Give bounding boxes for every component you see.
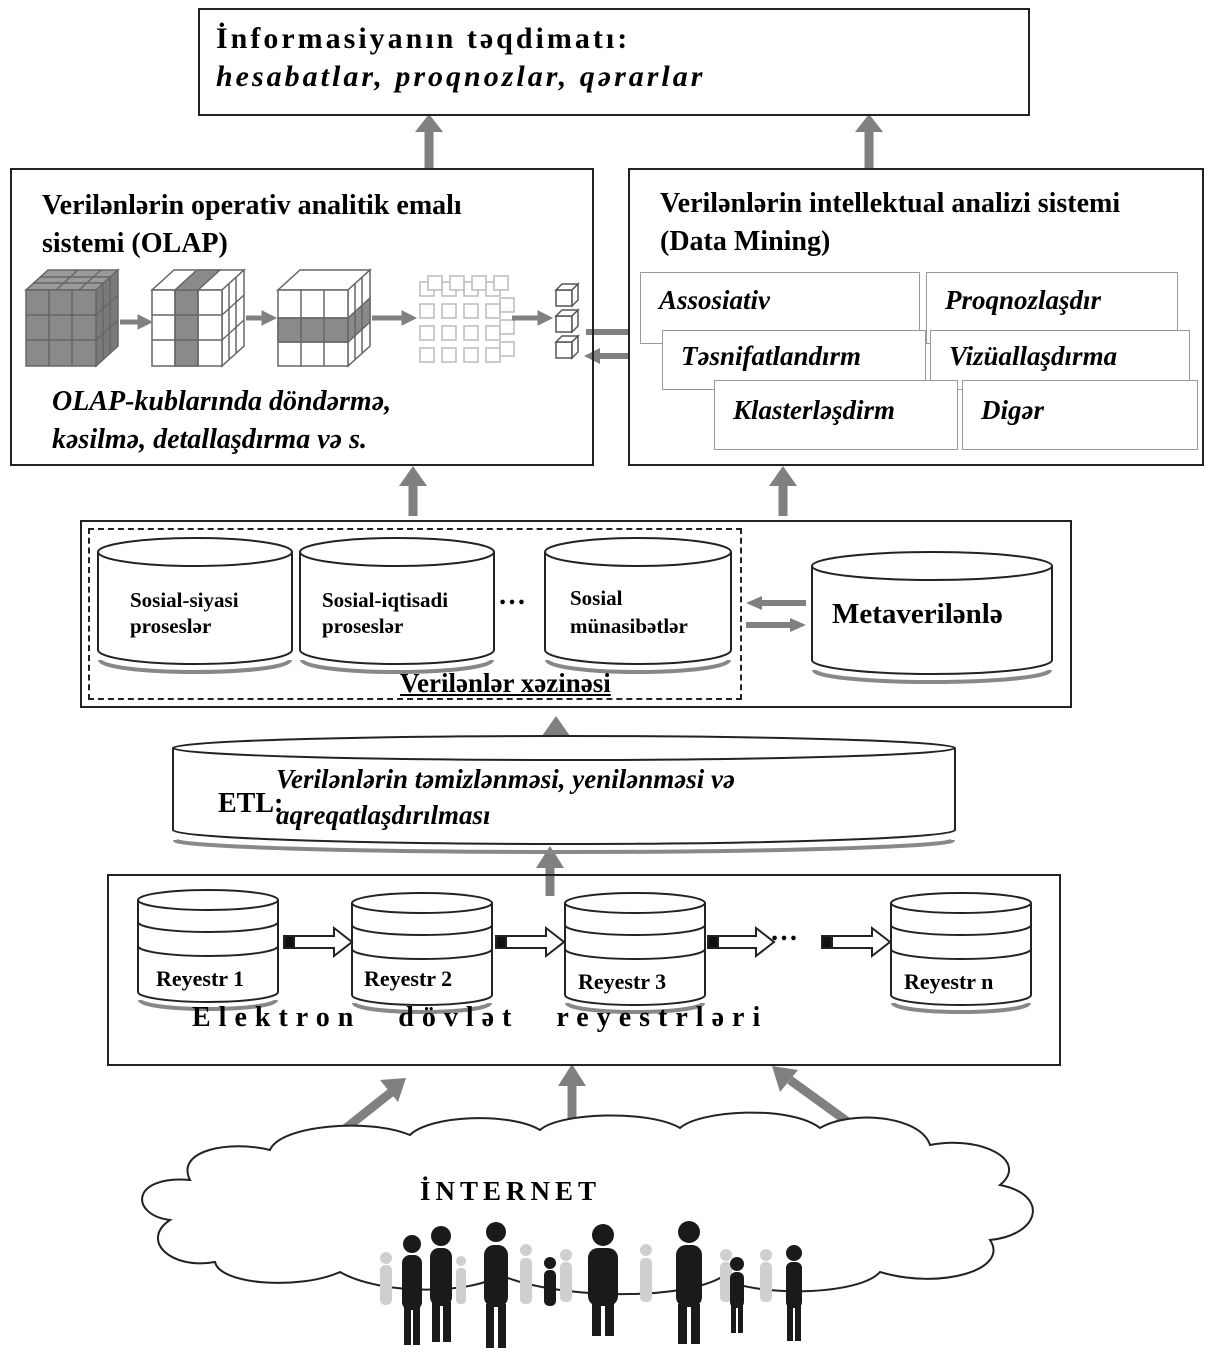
mining-card-label: Proqnozlaşdır [945, 285, 1102, 315]
internet-label: İNTERNET [420, 1176, 602, 1206]
arrow-olap-to-top [415, 114, 443, 168]
db-label-iqtisadi-2: proseslər [322, 614, 404, 638]
mining-box: Verilənlərin intellektual analizi sistem… [628, 168, 1204, 466]
presentation-box: İnformasiyanın təqdimatı: hesabatlar, pr… [198, 8, 1030, 116]
olap-caption-line2: kəsilmə, detallaşdırma və s. [52, 424, 367, 455]
arrow-warehouse-to-mining [769, 466, 797, 516]
olap-title-line2: sistemi (OLAP) [42, 228, 228, 259]
mining-card-label: Klasterləşdirm [733, 395, 896, 425]
registry-ellipsis: … [770, 916, 798, 947]
registry-box [107, 874, 1061, 1066]
olap-cubes [24, 268, 580, 368]
db-sosial-iqtisadi [299, 537, 495, 674]
cube-horizontal-slice [276, 268, 372, 368]
registry-label-1: Reyestr 1 [156, 966, 245, 991]
registry-label: Elektron dövlət reyestrləri [192, 1002, 769, 1033]
registry-arrow-dots-n [821, 925, 892, 959]
mining-card-klaster: Klasterləşdirm [714, 380, 958, 450]
etl-line1: Verilənlərin təmizlənməsi, yenilənməsi v… [276, 764, 735, 794]
db-label-siyasi-1: Sosial-siyasi [130, 588, 239, 612]
db-label-munasibet-2: münasibətlər [570, 614, 688, 638]
warehouse-cylinders [97, 537, 1053, 684]
cube-solid [24, 268, 120, 368]
mining-title-line1: Verilənlərin intellektual analizi sistem… [660, 188, 1121, 219]
cube-single-column [554, 282, 580, 360]
internet-cloud [141, 1111, 1034, 1296]
mining-card-label: Digər [981, 395, 1044, 425]
etl-prefix: ETL: [218, 788, 284, 819]
db-sosial-munasibetler [544, 537, 732, 674]
presentation-title: İnformasiyanın təqdimatı: [216, 22, 631, 55]
arrow-warehouse-to-olap [399, 466, 427, 516]
db-metaverilenler [811, 551, 1053, 684]
registry-label-2: Reyestr 2 [364, 966, 453, 991]
db-sosial-siyasi [97, 537, 293, 674]
mining-card-label: Təsnifatlandırm [681, 341, 862, 371]
registry-flow-arrows [283, 925, 892, 959]
arrow-mining-to-top [855, 114, 883, 168]
arrow-registry-to-etl [536, 846, 564, 896]
registry-db-3 [564, 892, 706, 1014]
db-label-iqtisadi-1: Sosial-iqtisadi [322, 588, 449, 612]
registry-arrow-3-dots [707, 925, 776, 959]
db-label-munasibet-1: Sosial [570, 586, 623, 610]
warehouse-outer-box [80, 520, 1072, 708]
olap-title-line1: Verilənlərin operativ analitik emalı [42, 190, 462, 221]
cube-arrows [120, 310, 554, 330]
mining-card-diger: Digər [962, 380, 1198, 450]
registry-label-3: Reyestr 3 [578, 969, 667, 994]
mining-title-line2: (Data Mining) [660, 226, 831, 257]
registry-db-1 [137, 889, 279, 1011]
registry-db-2 [351, 892, 493, 1014]
olap-caption-line1: OLAP-kublarında döndərmə, [52, 386, 392, 417]
db-label-siyasi-2: proseslər [130, 614, 212, 638]
people-silhouettes [380, 1221, 802, 1348]
presentation-subtitle: hesabatlar, proqnozlar, qərarlar [216, 60, 706, 93]
etl-cylinder [172, 735, 956, 854]
mining-card-label: Vizüallaşdırma [949, 341, 1118, 371]
db-label-meta: Metaverilənlə [832, 598, 1003, 630]
registry-arrow-1-2 [283, 925, 354, 959]
arrow-warehouse-to-meta [746, 618, 806, 632]
olap-box: Verilənlərin operativ analitik emalı sis… [10, 168, 594, 466]
cube-vertical-slice [150, 268, 246, 368]
warehouse-ellipsis: … [498, 580, 526, 611]
registry-arrow-2-3 [495, 925, 566, 959]
warehouse-dashed-box [88, 528, 742, 700]
mining-card-label: Assosiativ [659, 285, 771, 315]
warehouse-label: Verilənlər xəzinəsi [400, 668, 611, 698]
arrow-meta-to-warehouse [746, 596, 806, 610]
registry-db-n [890, 892, 1032, 1014]
arrow-internet-right [772, 1066, 851, 1126]
cube-exploded [419, 275, 515, 363]
registry-label-n: Reyestr n [904, 969, 994, 994]
etl-line2: aqreqatlaşdırılması [276, 800, 491, 830]
registry-cylinders [137, 889, 1032, 1014]
